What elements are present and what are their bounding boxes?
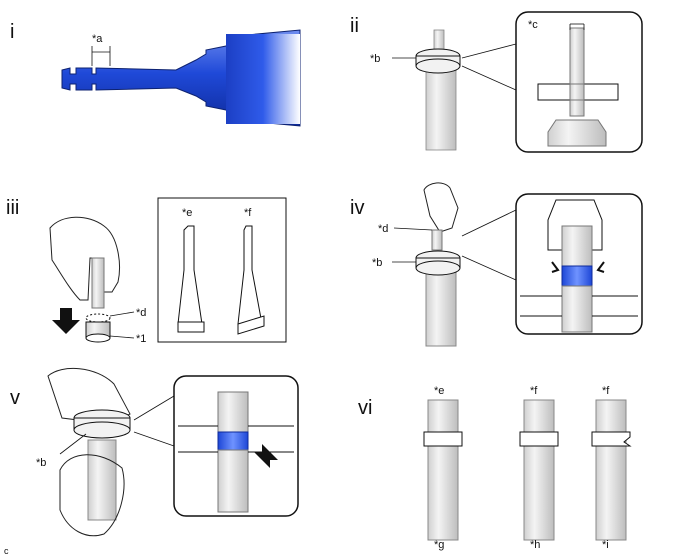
panel-i: i *a bbox=[10, 21, 301, 127]
shaft-with-tool-iv bbox=[415, 250, 461, 347]
down-arrow-icon bbox=[52, 308, 80, 334]
label-f-vi-2: *f bbox=[602, 385, 610, 397]
comparison-box-e-f: *e *f bbox=[157, 197, 287, 343]
step-label-v: v bbox=[10, 387, 20, 409]
panel-iv: iv *d *b bbox=[350, 182, 643, 347]
label-e-vi: *e bbox=[434, 385, 444, 397]
step-label-i: i bbox=[10, 21, 14, 43]
label-h: *h bbox=[530, 539, 540, 551]
hands-holding-shaft bbox=[47, 367, 131, 537]
result-shaft-e-g: *e *g bbox=[423, 385, 463, 551]
result-shaft-f-i: *f *i bbox=[591, 385, 632, 551]
drive-shaft-blue bbox=[61, 29, 301, 127]
shaft-with-tool bbox=[415, 29, 461, 151]
hand-with-pliers bbox=[423, 182, 459, 251]
figure-code: c bbox=[4, 546, 9, 556]
detail-callout-v bbox=[173, 375, 299, 517]
squeeze-arrow-right-icon bbox=[596, 261, 605, 273]
step-label-ii: ii bbox=[350, 15, 359, 37]
panel-iii: iii *d *1 *e *f bbox=[6, 197, 287, 345]
label-i: *i bbox=[602, 539, 609, 551]
result-shaft-f-h: *f *h bbox=[519, 385, 559, 551]
label-g: *g bbox=[434, 539, 444, 551]
panel-vi: vi *e *g *f *h *f *i bbox=[358, 385, 632, 551]
hand-pressing-ring bbox=[49, 216, 120, 343]
label-f-vi-1: *f bbox=[530, 385, 538, 397]
label-1: *1 bbox=[136, 333, 146, 345]
label-a: *a bbox=[92, 33, 103, 45]
pointer-arrow-icon bbox=[254, 444, 278, 468]
detail-callout-iv bbox=[515, 193, 643, 335]
dimension-a-marker bbox=[91, 46, 111, 66]
step-label-vi: vi bbox=[358, 397, 372, 419]
panel-ii: ii *b *c bbox=[350, 11, 643, 153]
label-b-v: *b bbox=[36, 457, 46, 469]
label-e-iii: *e bbox=[182, 207, 192, 219]
step-label-iii: iii bbox=[6, 197, 19, 219]
label-c: *c bbox=[528, 19, 538, 31]
label-d-iii: *d bbox=[136, 307, 146, 319]
label-f-iii: *f bbox=[244, 207, 252, 219]
squeeze-arrow-left-icon bbox=[551, 261, 560, 273]
label-b-iv: *b bbox=[372, 257, 382, 269]
detail-callout-ii: *c bbox=[515, 11, 643, 153]
label-b-ii: *b bbox=[370, 53, 380, 65]
step-label-iv: iv bbox=[350, 197, 364, 219]
label-d-iv: *d bbox=[378, 223, 388, 235]
panel-v: v *b c bbox=[4, 367, 299, 556]
